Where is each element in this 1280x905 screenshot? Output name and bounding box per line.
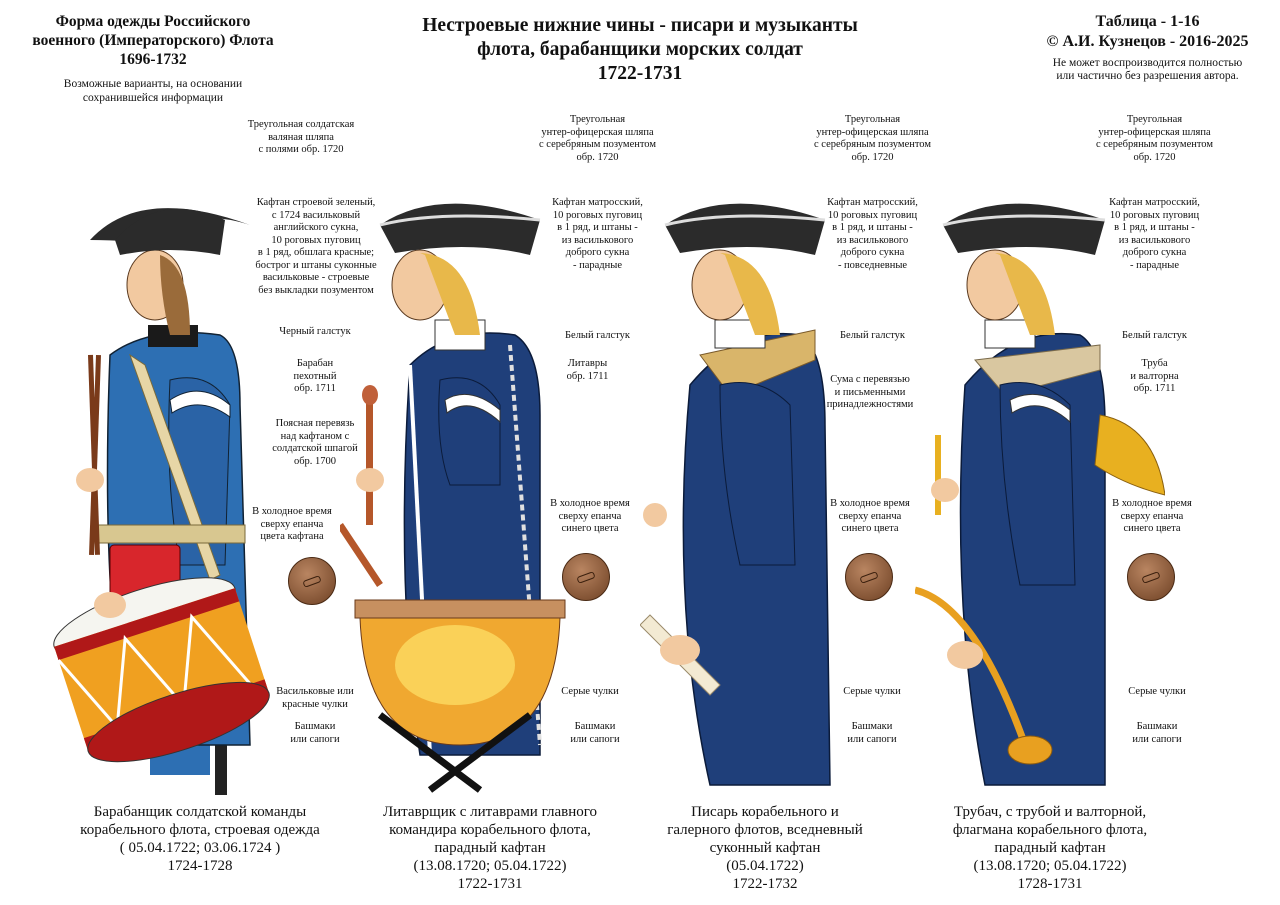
fig4-label-stockings: Серые чулки [1128, 686, 1186, 697]
series-title: Форма одежды Российского военного (Импер… [32, 13, 274, 68]
fig4-caption: Трубач, с трубой и валторной,флагмана ко… [952, 804, 1148, 892]
fig2-label-stockings: Серые чулки [561, 686, 619, 697]
header-left: Форма одежды Российского военного (Импер… [8, 12, 298, 105]
epancha-button-4 [1127, 553, 1175, 601]
epancha-button-2 [562, 553, 610, 601]
table-number: Таблица - 1-16 © А.И. Кузнецов - 2016-20… [1046, 13, 1249, 50]
clerk-figure [640, 203, 831, 786]
plate-title: Нестроевые нижние чины - писари и музыка… [422, 15, 858, 84]
fig4-label-tie: Белый галстук [1122, 330, 1187, 341]
fig3-label-tie: Белый галстук [840, 330, 905, 341]
copyright-note: Не может воспроизводится полностью или ч… [1052, 57, 1243, 82]
drummer-figure [53, 208, 270, 795]
kettledrummer-figure [340, 203, 566, 793]
header-right: Таблица - 1-16 © А.И. Кузнецов - 2016-20… [1020, 12, 1275, 83]
fig1-label-tie: Черный галстук [279, 326, 351, 337]
fig2-label-tie: Белый галстук [565, 330, 630, 341]
series-note: Возможные варианты, на основании сохрани… [63, 78, 243, 104]
trumpeter-figure [915, 203, 1165, 786]
fig3-label-stockings: Серые чулки [843, 686, 901, 697]
epancha-button-1 [288, 557, 336, 605]
fig1-label-kaftan: Кафтан строевой зеленый,с 1724 васильков… [255, 197, 377, 296]
epancha-button-3 [845, 553, 893, 601]
